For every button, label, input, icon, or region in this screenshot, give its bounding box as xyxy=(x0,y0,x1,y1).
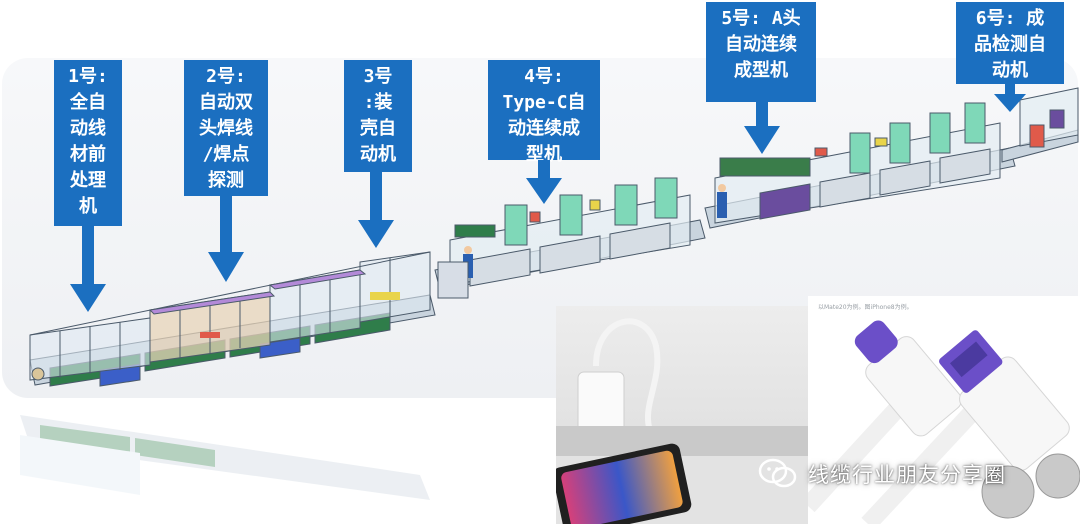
charger-photo xyxy=(556,306,808,524)
machines-station-6 xyxy=(1001,87,1079,163)
watermark-text: 线缆行业朋友分享圈 xyxy=(808,463,1006,487)
station-5-label: 5号: A头 自动连续 成型机 xyxy=(706,2,816,102)
station-2-label: 2号: 自动双 头焊线 /焊点 探测 xyxy=(184,60,268,196)
station-4-arrow-icon xyxy=(526,160,562,204)
station-5-arrow-icon xyxy=(744,102,780,154)
station-2-arrow-icon xyxy=(208,196,244,282)
cable-photo xyxy=(808,296,1080,524)
station-1-arrow-icon xyxy=(70,226,106,312)
station-3-arrow-icon xyxy=(358,172,394,248)
station-6-arrow-icon xyxy=(994,84,1026,112)
wechat-icon xyxy=(758,458,797,488)
machines-station-4 xyxy=(434,177,706,299)
station-1-label: 1号: 全自 动线 材前 处理 机 xyxy=(54,60,122,226)
floor-reflection xyxy=(20,415,430,500)
photo-caption: 以Mate20为例。图iPhone8为例。 xyxy=(818,304,913,311)
station-6-label: 6号: 成 品检测自 动机 xyxy=(956,2,1064,84)
station-4-label: 4号: Type-C自 动连续成 型机 xyxy=(488,60,600,165)
machines-left-cluster xyxy=(29,251,436,387)
watermark: 线缆行业朋友分享圈 xyxy=(758,454,1006,494)
station-3-label: 3号 :装 壳自 动机 xyxy=(344,60,412,172)
machines-station-5 xyxy=(704,102,1016,229)
